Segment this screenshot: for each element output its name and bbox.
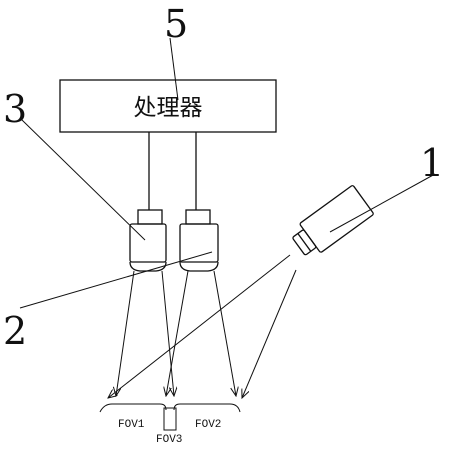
fov-brackets [99, 403, 241, 431]
projector [292, 185, 374, 256]
fov2-label: FOV2 [195, 419, 221, 431]
camera-rays [116, 270, 236, 396]
processor: 处理器 [59, 79, 277, 133]
fov1-label: FOV1 [118, 419, 145, 431]
cables [148, 132, 197, 210]
leader-lines [19, 37, 436, 309]
label-1: 1 [420, 141, 444, 185]
camera-right [179, 209, 219, 272]
processor-label: 处理器 [134, 95, 203, 121]
label-5: 5 [164, 2, 188, 46]
camera-left [129, 209, 167, 272]
projector-rays [108, 254, 297, 398]
fov3-label: FOV3 [156, 434, 182, 446]
label-2: 2 [3, 309, 27, 353]
label-3: 3 [3, 87, 27, 131]
